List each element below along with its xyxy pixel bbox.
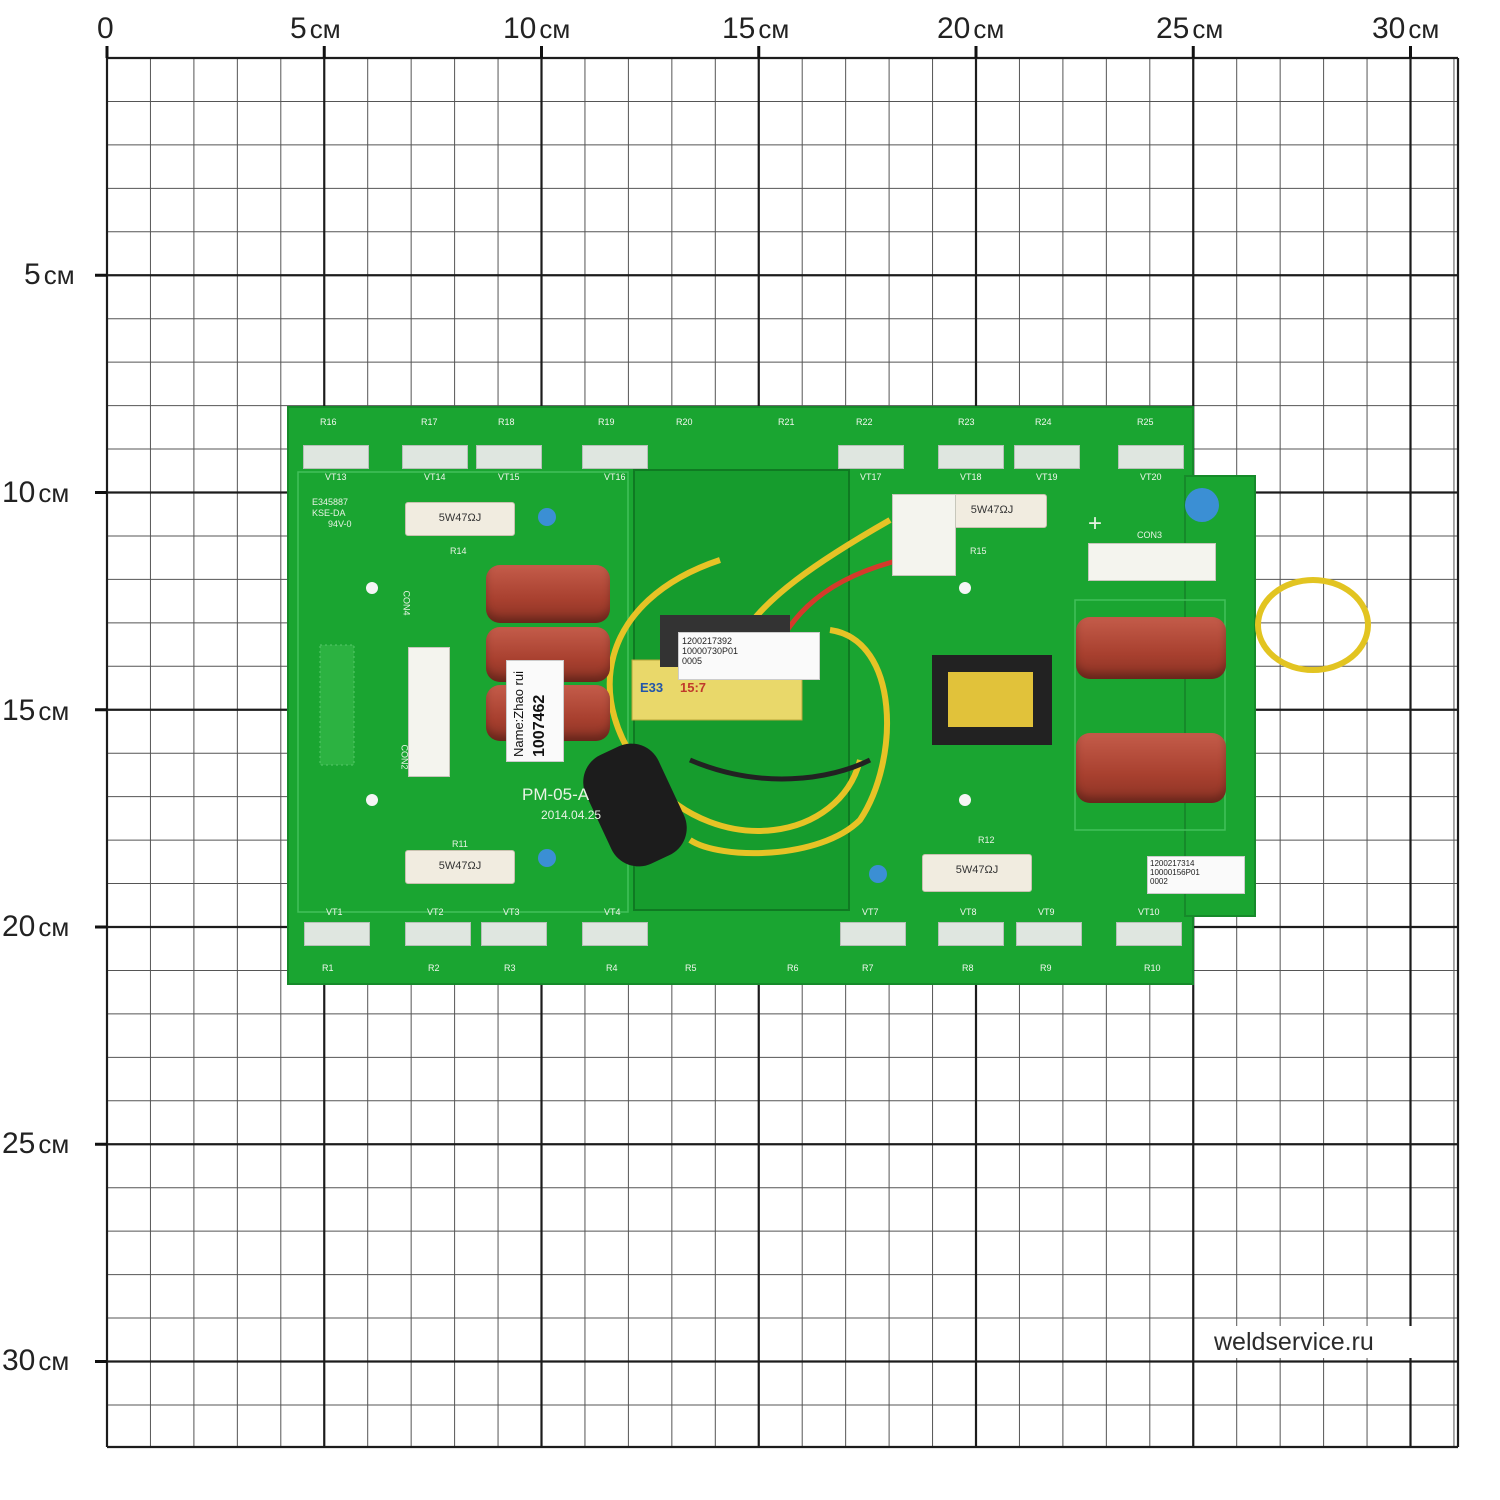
transistor-ref-label: VT3 xyxy=(503,907,520,917)
x-label-0: 0 xyxy=(97,12,114,45)
transistor-ref-label: VT1 xyxy=(326,907,343,917)
transistor-pad xyxy=(938,922,1004,946)
con2-label: CON2 xyxy=(399,744,410,770)
r11-label: R11 xyxy=(452,839,468,849)
power-resistor: 5W47ΩJ xyxy=(405,502,515,536)
r12-label: R12 xyxy=(978,835,995,845)
connector-con2 xyxy=(408,647,450,777)
transistor-ref-label: VT16 xyxy=(604,472,626,482)
flammability-label: 94V-0 xyxy=(328,519,352,529)
transistor-ref-label: VT19 xyxy=(1036,472,1058,482)
resistor-ref-label: R18 xyxy=(498,417,515,427)
resistor-ref-label: R8 xyxy=(962,963,974,973)
film-capacitor xyxy=(486,565,610,623)
resistor-ref-label: R22 xyxy=(856,417,873,427)
transistor-pad xyxy=(840,922,906,946)
transformer-sticker: 1200217392 10000730P01 0005 xyxy=(678,632,820,680)
resistor-ref-label: R24 xyxy=(1035,417,1052,427)
transformer-label: E33 xyxy=(640,680,664,695)
film-capacitor xyxy=(1076,733,1226,803)
transformer-ratio: 15:7 xyxy=(680,680,707,695)
transistor-pad xyxy=(304,922,370,946)
qr-sticker: 1200217314 10000156P01 0002 xyxy=(1147,856,1245,894)
resistor-ref-label: R10 xyxy=(1144,963,1161,973)
resistor-ref-label: R16 xyxy=(320,417,337,427)
transistor-ref-label: VT9 xyxy=(1038,907,1055,917)
transistor-pad xyxy=(476,445,542,469)
resistor-ref-label: R21 xyxy=(778,417,795,427)
connector-con3 xyxy=(1088,543,1216,581)
watermark-text: weldservice.ru xyxy=(1210,1326,1424,1358)
transistor-pad xyxy=(582,922,648,946)
transistor-ref-label: VT18 xyxy=(960,472,982,482)
transistor-ref-label: VT17 xyxy=(860,472,882,482)
r14-label: R14 xyxy=(450,546,467,556)
resistor-ref-label: R7 xyxy=(862,963,874,973)
wire-connector xyxy=(892,494,956,576)
plus-sign: + xyxy=(1088,510,1103,537)
transistor-pad xyxy=(402,445,468,469)
transistor-ref-label: VT2 xyxy=(427,907,444,917)
transistor-pad xyxy=(303,445,369,469)
resistor-ref-label: R23 xyxy=(958,417,975,427)
resistor-ref-label: R2 xyxy=(428,963,440,973)
resistor-ref-label: R5 xyxy=(685,963,697,973)
resistor-ref-label: R19 xyxy=(598,417,615,427)
ul-marking-2: KSE-DA xyxy=(312,508,346,518)
power-resistor: 5W47ΩJ xyxy=(922,854,1032,892)
transistor-ref-label: VT4 xyxy=(604,907,621,917)
transistor-ref-label: VT10 xyxy=(1138,907,1160,917)
transistor-pad xyxy=(838,445,904,469)
transistor-ref-label: VT7 xyxy=(862,907,879,917)
transistor-pad xyxy=(481,922,547,946)
transistor-pad xyxy=(1116,922,1182,946)
transistor-pad xyxy=(1118,445,1184,469)
transistor-pad xyxy=(1014,445,1080,469)
con3-label: CON3 xyxy=(1137,530,1163,540)
resistor-ref-label: R6 xyxy=(787,963,799,973)
con4-label: CON4 xyxy=(401,590,412,616)
resistor-ref-label: R20 xyxy=(676,417,693,427)
transistor-ref-label: VT14 xyxy=(424,472,446,482)
power-resistor: 5W47ΩJ xyxy=(405,850,515,884)
date-label: 2014.04.25 xyxy=(541,808,602,822)
transistor-ref-label: VT15 xyxy=(498,472,520,482)
ul-marking: E345887 xyxy=(312,497,349,507)
transistor-pad xyxy=(938,445,1004,469)
r15-label: R15 xyxy=(970,546,987,556)
film-capacitor xyxy=(1076,617,1226,679)
transistor-ref-label: VT13 xyxy=(325,472,347,482)
resistor-ref-label: R17 xyxy=(421,417,438,427)
transistor-ref-label: VT20 xyxy=(1140,472,1162,482)
resistor-ref-label: R9 xyxy=(1040,963,1052,973)
resistor-ref-label: R4 xyxy=(606,963,618,973)
serial-sticker: Name:Zhao rui 1007462 xyxy=(506,660,564,762)
transistor-pad xyxy=(405,922,471,946)
model-label: PM-05-A xyxy=(522,785,590,804)
resistor-ref-label: R3 xyxy=(504,963,516,973)
resistor-ref-label: R1 xyxy=(322,963,334,973)
transistor-ref-label: VT8 xyxy=(960,907,977,917)
resistor-ref-label: R25 xyxy=(1137,417,1154,427)
transistor-pad xyxy=(1016,922,1082,946)
transistor-pad xyxy=(582,445,648,469)
